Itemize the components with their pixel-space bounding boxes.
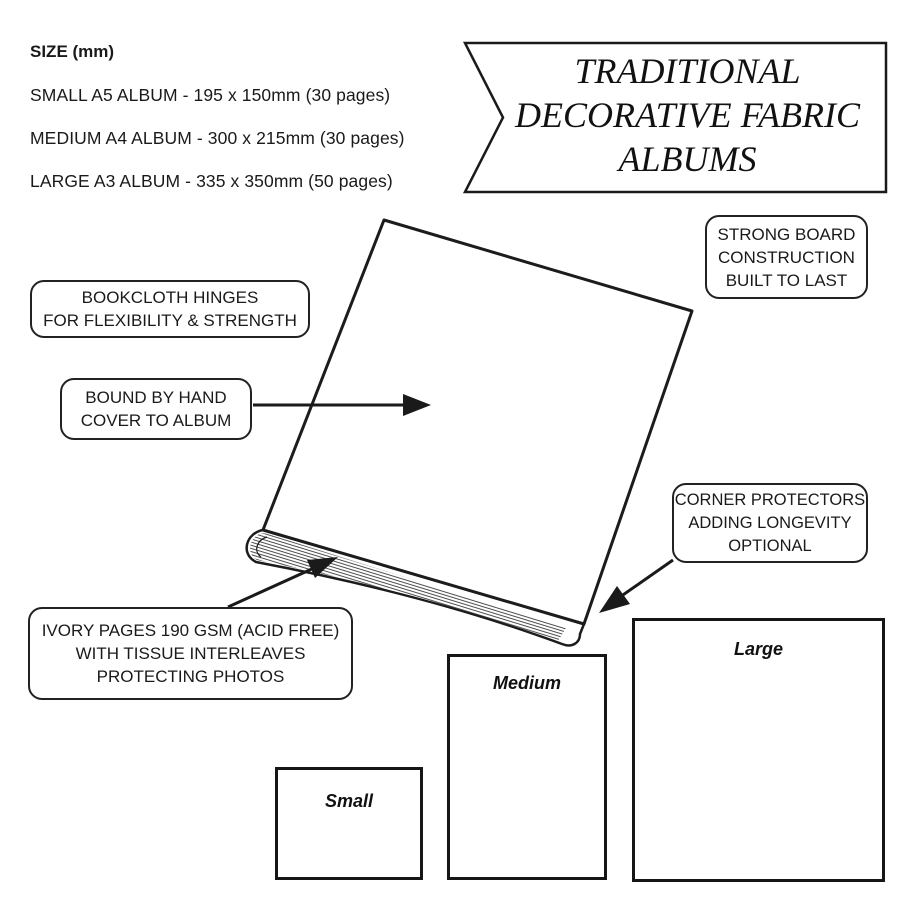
callout-line: FOR FLEXIBILITY & STRENGTH	[43, 311, 297, 330]
size-list-title: SIZE (mm)	[30, 42, 115, 61]
banner-title-line: TRADITIONAL	[574, 51, 801, 91]
size-box-large: Large	[632, 618, 885, 882]
arrow-ivory-pages	[227, 557, 338, 609]
banner-ribbon-shape	[462, 41, 888, 194]
callout-line: BOUND BY HAND	[85, 388, 227, 407]
size-list: SIZE (mm) SMALL A5 ALBUM - 195 x 150mm (…	[30, 42, 405, 214]
callout-line: BOOKCLOTH HINGES	[81, 288, 259, 307]
callout-bookcloth-hinges: BOOKCLOTH HINGES FOR FLEXIBILITY & STREN…	[30, 280, 310, 338]
callout-line: WITH TISSUE INTERLEAVES	[75, 644, 306, 663]
size-box-medium: Medium	[447, 654, 607, 880]
size-box-label: Small	[324, 791, 374, 811]
callout-bound-by-hand: BOUND BY HAND COVER TO ALBUM	[60, 378, 252, 440]
size-box-label: Large	[733, 639, 784, 659]
arrow-corner-protectors	[599, 558, 674, 613]
size-box-label: Medium	[492, 673, 561, 693]
size-item-small: SMALL A5 ALBUM - 195 x 150mm (30 pages)	[30, 85, 391, 105]
callout-line: BUILT TO LAST	[725, 270, 848, 290]
album-front-cover	[261, 218, 694, 626]
callout-line: CORNER PROTECTORS	[674, 490, 866, 509]
banner-title-line: DECORATIVE FABRIC	[515, 95, 860, 135]
callout-line: COVER TO ALBUM	[80, 411, 232, 430]
spine-inner-line	[256, 536, 268, 558]
banner-title-line: ALBUMS	[618, 139, 757, 179]
callout-line: STRONG BOARD	[717, 224, 856, 244]
size-item-medium: MEDIUM A4 ALBUM - 300 x 215mm (30 pages)	[30, 128, 405, 148]
callout-line: OPTIONAL	[728, 536, 812, 555]
arrow-bound-by-hand	[253, 394, 431, 416]
size-box-small: Small	[275, 767, 423, 880]
callout-line: ADDING LONGEVITY	[688, 513, 852, 532]
callout-line: PROTECTING PHOTOS	[96, 667, 285, 686]
callout-corner-protectors: CORNER PROTECTORS ADDING LONGEVITY OPTIO…	[672, 483, 868, 563]
callout-line: CONSTRUCTION	[718, 247, 855, 267]
banner-title: TRADITIONAL DECORATIVE FABRIC ALBUMS	[495, 49, 880, 181]
size-item-large: LARGE A3 ALBUM - 335 x 350mm (50 pages)	[30, 171, 393, 191]
callout-line: IVORY PAGES 190 GSM (ACID FREE)	[41, 621, 340, 640]
callout-strong-board: STRONG BOARD CONSTRUCTION BUILT TO LAST	[705, 215, 868, 299]
callout-ivory-pages: IVORY PAGES 190 GSM (ACID FREE) WITH TIS…	[28, 607, 353, 700]
